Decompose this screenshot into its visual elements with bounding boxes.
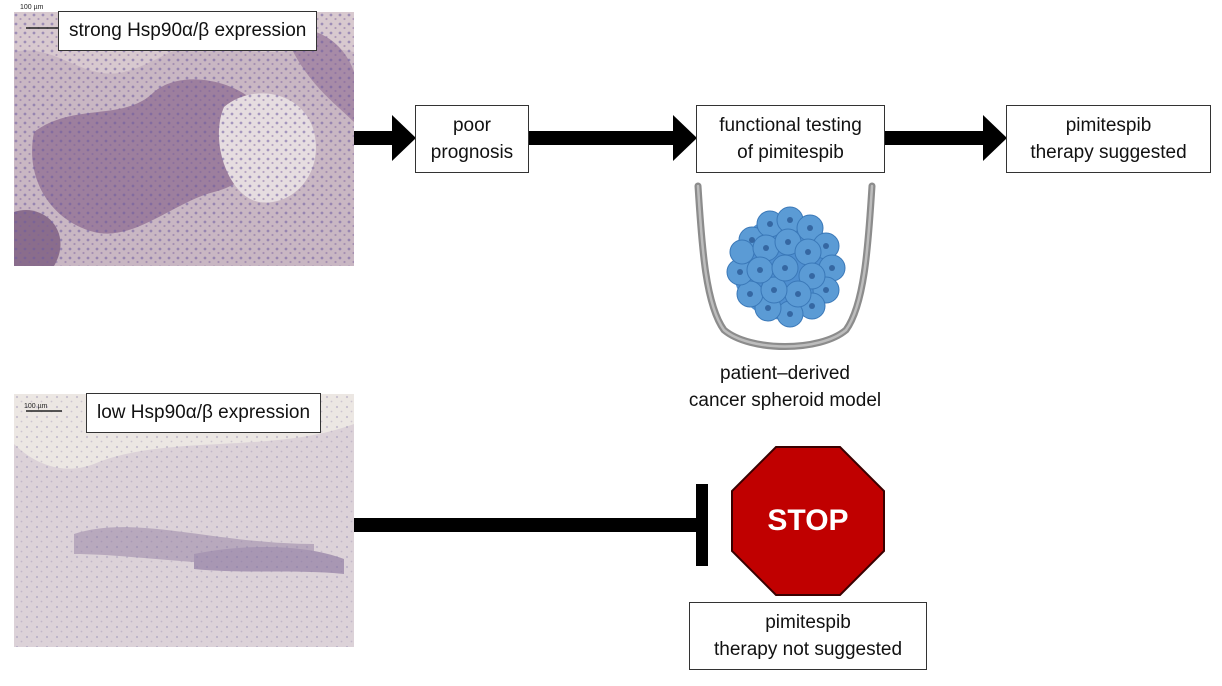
spheroid-caption-line2: cancer spheroid model xyxy=(688,390,882,411)
therapy-not-suggested-line1: pimitespib xyxy=(765,612,851,633)
poor-prognosis-line2: prognosis xyxy=(430,142,514,163)
spheroid-caption-line1: patient–derived xyxy=(720,363,850,384)
functional-testing-line1: functional testing xyxy=(719,115,862,136)
poor-prognosis-box: poor prognosis xyxy=(415,105,529,173)
spheroid-well-illustration xyxy=(694,182,876,350)
therapy-suggested-box: pimitespib therapy suggested xyxy=(1006,105,1211,173)
functional-testing-line2: of pimitespib xyxy=(737,142,844,163)
stop-sign-icon xyxy=(731,446,885,596)
therapy-suggested-line1: pimitespib xyxy=(1065,115,1152,136)
stop-sign-text: STOP xyxy=(767,504,849,537)
inhibition-line xyxy=(354,484,708,566)
therapy-not-suggested-line2: therapy not suggested xyxy=(713,639,903,660)
arrow-prognosis-to-testing xyxy=(529,115,697,161)
image-label-strong-expression: strong Hsp90α/β expression xyxy=(58,11,318,51)
spheroid-cell-cluster xyxy=(726,206,846,328)
spheroid-caption: patient–derived cancer spheroid model xyxy=(640,360,930,414)
scale-bar-label: 100 µm xyxy=(20,4,44,11)
therapy-not-suggested-box: pimitespib therapy not suggested xyxy=(689,602,927,670)
arrow-image-to-prognosis xyxy=(354,115,416,161)
arrow-testing-to-therapy xyxy=(885,115,1007,161)
histology-image-strong xyxy=(14,12,354,266)
functional-testing-box: functional testing of pimitespib xyxy=(696,105,885,173)
poor-prognosis-line1: poor xyxy=(452,115,492,136)
image-label-low-expression: low Hsp90α/β expression xyxy=(86,393,322,433)
scale-bar-label: 100 µm xyxy=(24,403,48,410)
therapy-suggested-line2: therapy suggested xyxy=(1030,142,1187,163)
